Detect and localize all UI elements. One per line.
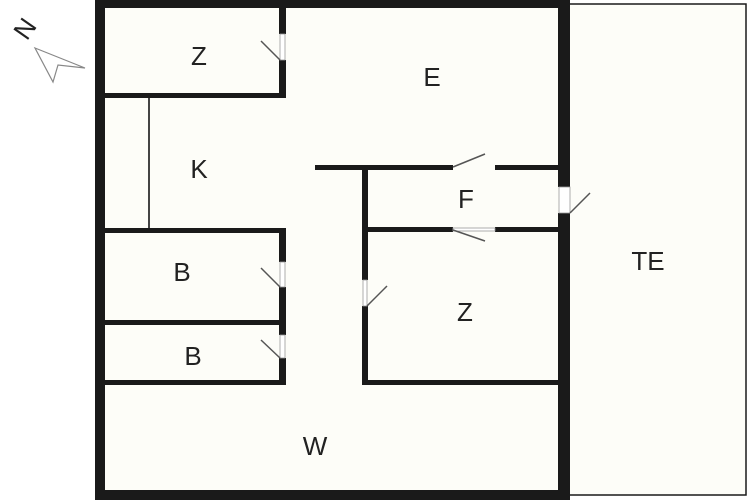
room-label-b-lower: B bbox=[184, 341, 201, 371]
outer-walls bbox=[95, 0, 570, 500]
north-arrow-icon: N bbox=[7, 12, 86, 84]
room-label-b-upper: B bbox=[173, 257, 190, 287]
main-floor bbox=[98, 3, 566, 495]
room-label-z-top: Z bbox=[191, 41, 207, 71]
room-label-w: W bbox=[303, 431, 328, 461]
room-label-te: TE bbox=[631, 246, 664, 276]
room-label-k: K bbox=[190, 154, 208, 184]
room-label-z-right: Z bbox=[457, 297, 473, 327]
doors bbox=[260, 33, 591, 359]
compass-label: N bbox=[7, 12, 42, 45]
room-label-f: F bbox=[458, 184, 474, 214]
room-label-e: E bbox=[423, 62, 440, 92]
interior-walls bbox=[105, 8, 561, 385]
terrace-area bbox=[568, 3, 747, 496]
